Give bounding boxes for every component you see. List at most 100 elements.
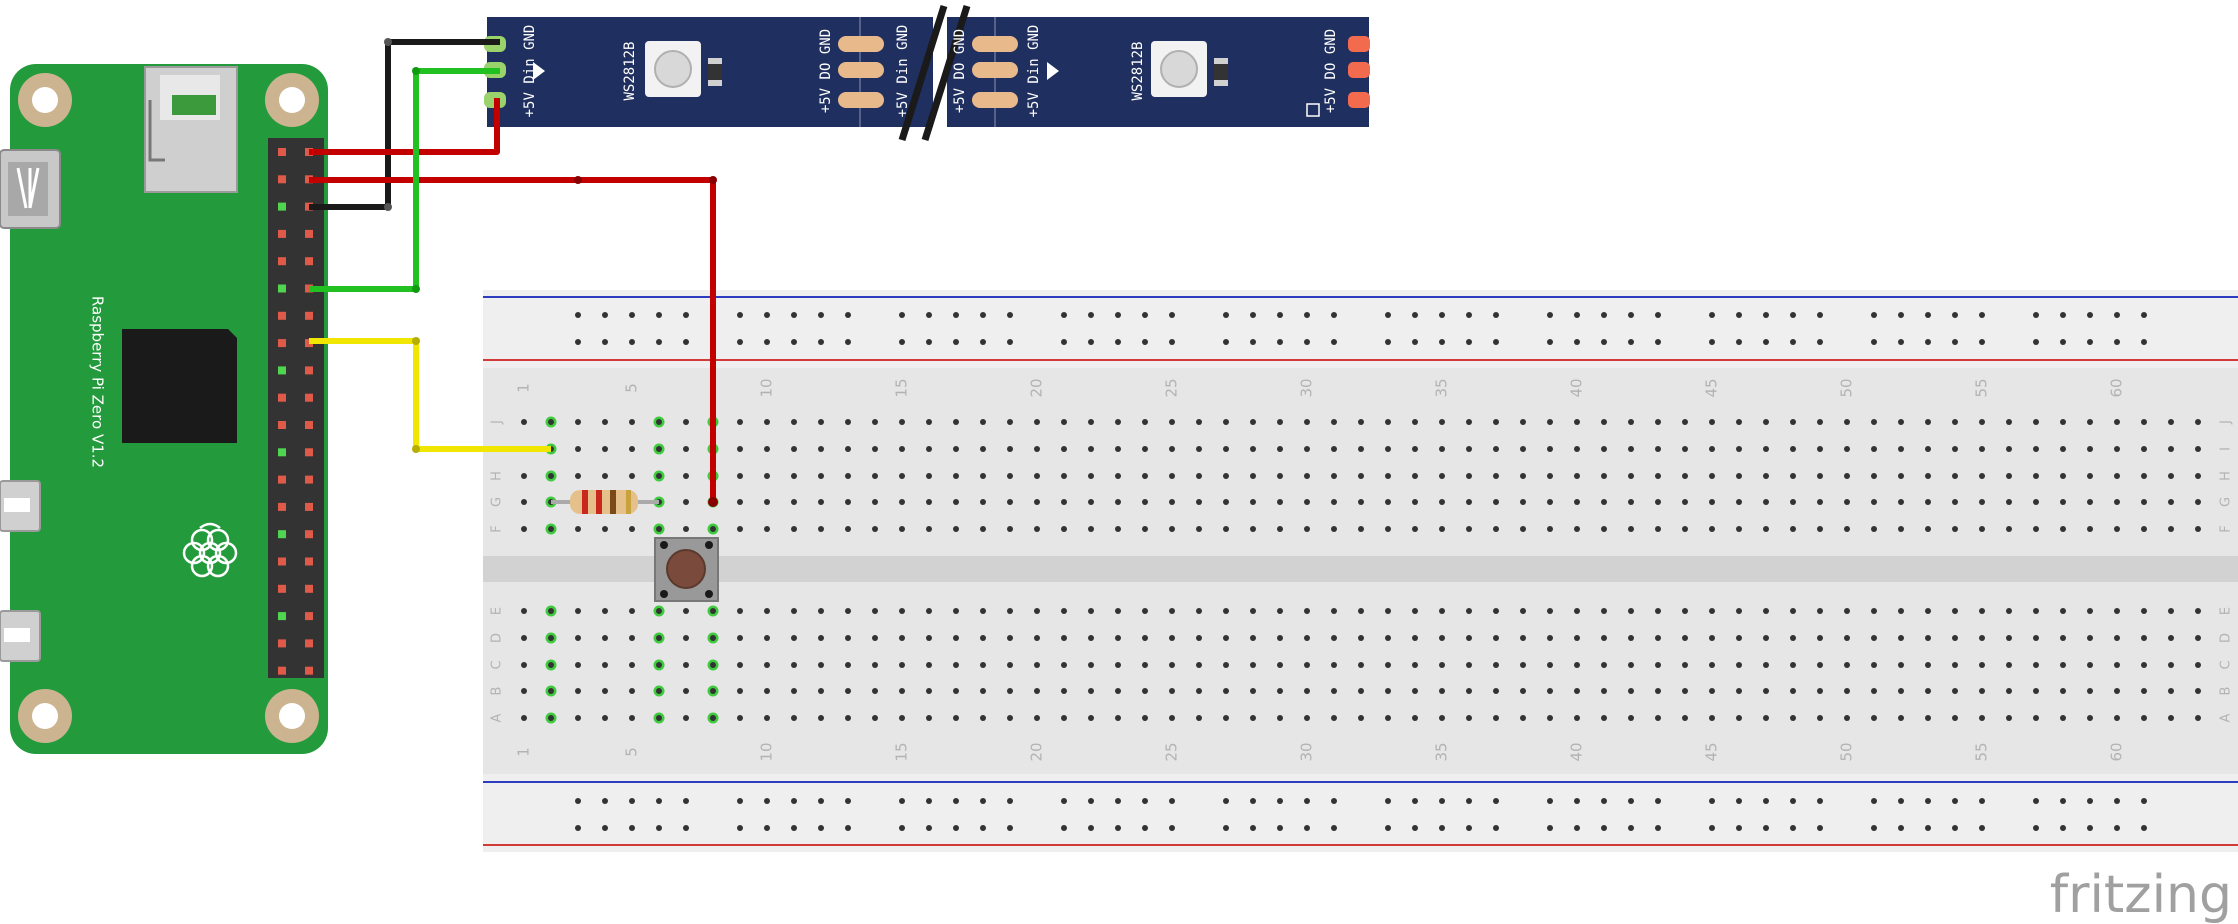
breadboard-hole [1817,419,1823,425]
gpio-pin [278,530,286,539]
breadboard-hole [2060,473,2066,479]
breadboard-hole [2060,526,2066,532]
breadboard-hole [2114,635,2120,641]
breadboard-hole [1331,608,1337,614]
breadboard-hole [1250,662,1256,668]
gpio-pin [278,639,286,648]
breadboard-hole [791,688,797,694]
breadboard-hole [1142,688,1148,694]
breadboard-hole [1655,419,1661,425]
breadboard-hole [1331,662,1337,668]
breadboard-hole [1196,635,1202,641]
rail-hole [980,825,986,831]
rail-hole [1412,312,1418,318]
gpio-pin [278,202,286,211]
breadboard-hole [1520,688,1526,694]
breadboard-hole [1871,688,1877,694]
breadboard-hole [2087,446,2093,452]
breadboard-hole [1628,419,1634,425]
breadboard-hole [1223,662,1229,668]
breadboard-hole [1628,635,1634,641]
gpio-pin [305,366,313,375]
mounting-hole [279,703,305,729]
breadboard-hole [1547,608,1553,614]
breadboard-hole [1385,608,1391,614]
column-label: 25 [1163,378,1181,397]
rail-hole [1952,339,1958,345]
rail-hole [1790,339,1796,345]
breadboard-hole [1493,419,1499,425]
breadboard-hole [1196,688,1202,694]
breadboard-hole [2006,662,2012,668]
breadboard-hole [899,608,905,614]
rail-hole [2141,312,2147,318]
breadboard-hole [1871,662,1877,668]
breadboard-hole [710,715,716,721]
breadboard-hole [1628,688,1634,694]
breadboard-hole [1952,499,1958,505]
strip-cut-mark [898,4,948,142]
column-label: 60 [2108,742,2126,761]
breadboard-hole [1763,715,1769,721]
breadboard-hole [1817,446,1823,452]
breadboard-hole [710,526,716,532]
push-button[interactable] [654,537,719,602]
breadboard-hole [629,662,635,668]
rail-hole [1142,339,1148,345]
wire-end [412,285,420,293]
breadboard-hole [1196,499,1202,505]
breadboard-hole [710,688,716,694]
row-label: F [490,525,505,532]
rail-hole [2033,798,2039,804]
rail-hole [1088,798,1094,804]
breadboard-hole [521,635,527,641]
breadboard-hole [2114,688,2120,694]
breadboard-hole [683,715,689,721]
breadboard-hole [1385,715,1391,721]
breadboard-hole [1304,715,1310,721]
push-button-cap[interactable] [666,549,706,589]
breadboard-hole [710,635,716,641]
breadboard-hole [1682,688,1688,694]
breadboard-hole [1952,635,1958,641]
mounting-hole [32,703,58,729]
breadboard-hole [1574,635,1580,641]
rail-hole [602,825,608,831]
breadboard-hole [1601,473,1607,479]
rail-hole [2060,825,2066,831]
breadboard-hole [791,608,797,614]
rail-hole [1952,825,1958,831]
rail-hole [1979,798,1985,804]
breadboard-hole [1385,688,1391,694]
gpio-pin [278,421,286,429]
rail-hole [1655,798,1661,804]
wires [309,38,718,507]
breadboard-hole [548,662,554,668]
rail-hole [2141,825,2147,831]
breadboard-hole [1169,688,1175,694]
pin-label-group-left: +5V Din GND [522,25,538,118]
breadboard-hole [683,608,689,614]
breadboard-hole [1358,635,1364,641]
breadboard-hole [1142,473,1148,479]
breadboard-hole [2033,473,2039,479]
rail-hole [1439,339,1445,345]
rail-hole [1709,798,1715,804]
rail-hole [1304,825,1310,831]
breadboard-hole [845,715,851,721]
breadboard-hole [1709,499,1715,505]
breadboard-hole [1898,419,1904,425]
rail-hole [656,339,662,345]
breadboard-hole [953,715,959,721]
breadboard-hole [1439,499,1445,505]
breadboard-hole [845,608,851,614]
rail-hole [1061,825,1067,831]
breadboard-hole [575,419,581,425]
rail-hole [1790,312,1796,318]
breadboard-hole [872,446,878,452]
breadboard-hole [1250,499,1256,505]
breadboard-hole [1277,446,1283,452]
rail-hole [1412,798,1418,804]
breadboard-hole [1466,715,1472,721]
breadboard-hole [1331,688,1337,694]
